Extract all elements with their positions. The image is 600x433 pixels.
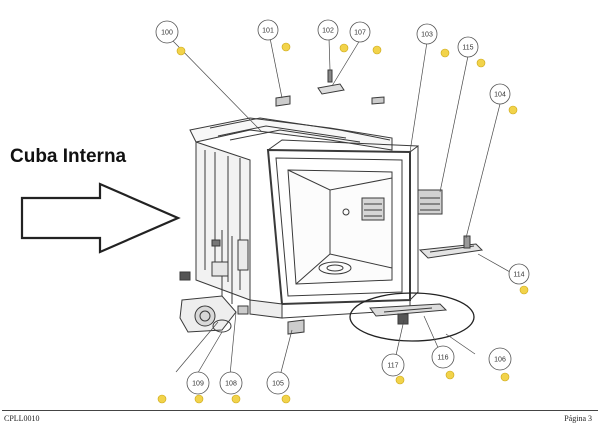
callout-104: 104	[489, 83, 511, 105]
callout-label: 102	[322, 28, 334, 35]
callout-label: 105	[272, 381, 284, 388]
part-104-rail	[418, 235, 484, 259]
callout-115: 115	[457, 36, 479, 58]
callout-label: 100	[161, 30, 173, 37]
marker-dot	[508, 105, 518, 115]
callout-label: 106	[494, 357, 506, 364]
callout-label: 114	[513, 272, 524, 279]
marker-dot	[395, 375, 405, 385]
footer-document-code: CPLL0010	[4, 414, 40, 423]
callout-114: 114	[508, 263, 530, 285]
callout-117: 117	[381, 353, 405, 377]
callout-109: 109	[186, 371, 210, 395]
marker-dot	[157, 394, 167, 404]
part-115-panel	[417, 189, 443, 215]
part-101-clip	[275, 95, 291, 107]
section-heading: Cuba Interna	[10, 146, 127, 167]
part-117-116-tray	[369, 303, 448, 325]
callout-label: 107	[354, 30, 366, 37]
callout-103: 103	[416, 23, 438, 45]
callout-label: 104	[494, 92, 506, 99]
callout-label: 109	[192, 381, 204, 388]
marker-dot	[231, 394, 241, 404]
arrow-shape	[20, 182, 181, 254]
callout-label: 108	[225, 381, 237, 388]
callout-101: 101	[257, 19, 279, 41]
callout-100: 100	[155, 20, 179, 44]
marker-dot	[476, 58, 486, 68]
callout-102: 102	[317, 19, 339, 41]
marker-dot	[194, 394, 204, 404]
tub-drawing	[179, 117, 419, 319]
callout-107: 107	[349, 21, 371, 43]
marker-dot	[176, 46, 186, 56]
footer-page-number: Página 3	[564, 414, 592, 423]
callout-116: 116	[431, 345, 455, 369]
part-bracket-top	[317, 69, 345, 95]
callouts: 100 101 102 107 103 115 104 114	[155, 19, 530, 395]
marker-dots	[157, 42, 529, 404]
part-105-clip	[287, 319, 305, 335]
marker-dot	[440, 48, 450, 58]
marker-dot	[281, 394, 291, 404]
callout-106: 106	[488, 347, 512, 371]
footer-divider	[2, 410, 598, 411]
marker-dot	[500, 372, 510, 382]
callout-108: 108	[219, 371, 243, 395]
highlight-ellipse	[349, 292, 475, 342]
callout-label: 115	[462, 45, 473, 52]
callout-label: 103	[421, 32, 433, 39]
marker-dot	[519, 285, 529, 295]
marker-dot	[372, 45, 382, 55]
marker-dot	[339, 43, 349, 53]
part-small-103	[371, 96, 385, 105]
marker-dot	[445, 370, 455, 380]
callout-label: 101	[262, 28, 274, 35]
callout-105: 105	[266, 371, 290, 395]
callout-label: 117	[387, 363, 398, 370]
callout-label: 116	[437, 355, 448, 362]
marker-dot	[281, 42, 291, 52]
